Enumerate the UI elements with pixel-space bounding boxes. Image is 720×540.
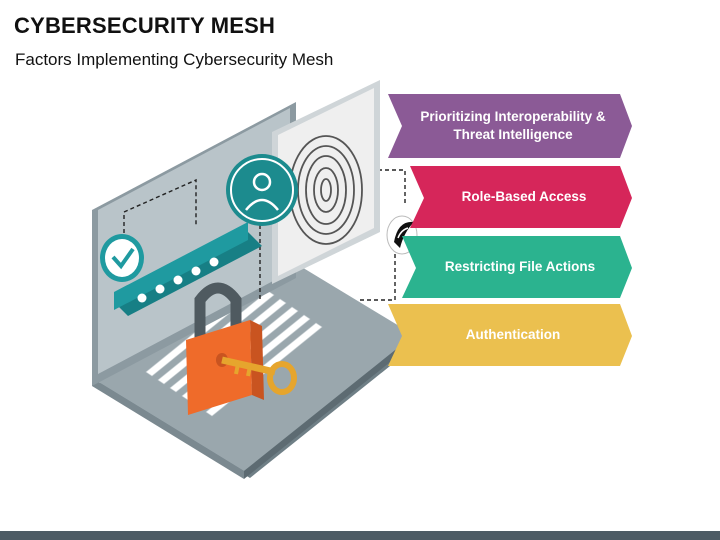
- check-badge-icon: [100, 234, 144, 282]
- user-shield-icon: [226, 154, 298, 226]
- banner-authentication-shape: [388, 304, 632, 366]
- banner-role-access-shape: [410, 166, 632, 228]
- factor-item: Restricting File Actions: [402, 236, 632, 298]
- key-icon: [221, 356, 297, 395]
- factor-label: Restricting File Actions: [444, 259, 596, 274]
- page-subtitle: Factors Implementing Cybersecurity Mesh: [15, 50, 334, 69]
- footer-bar: [0, 531, 720, 540]
- padlock-icon: [186, 282, 264, 415]
- factor-label: Authentication: [465, 327, 561, 342]
- factor-item: Prioritizing Interoperability & Threat I…: [388, 94, 632, 158]
- page-title: CYBERSECURITY MESH: [14, 13, 276, 38]
- banner-interoperability-shape: [388, 94, 632, 158]
- factor-item: Authentication: [388, 304, 632, 366]
- factor-banners: [388, 94, 632, 366]
- factor-item: Role-Based Access: [410, 166, 632, 228]
- banner-file-actions-shape: [402, 236, 632, 298]
- factor-label: Prioritizing Interoperability & Threat I…: [420, 109, 606, 142]
- dashed-connectors: [123, 169, 406, 301]
- factor-label: Role-Based Access: [461, 189, 587, 204]
- fingerprint-panel: [272, 80, 380, 284]
- password-field-icon: [114, 222, 262, 316]
